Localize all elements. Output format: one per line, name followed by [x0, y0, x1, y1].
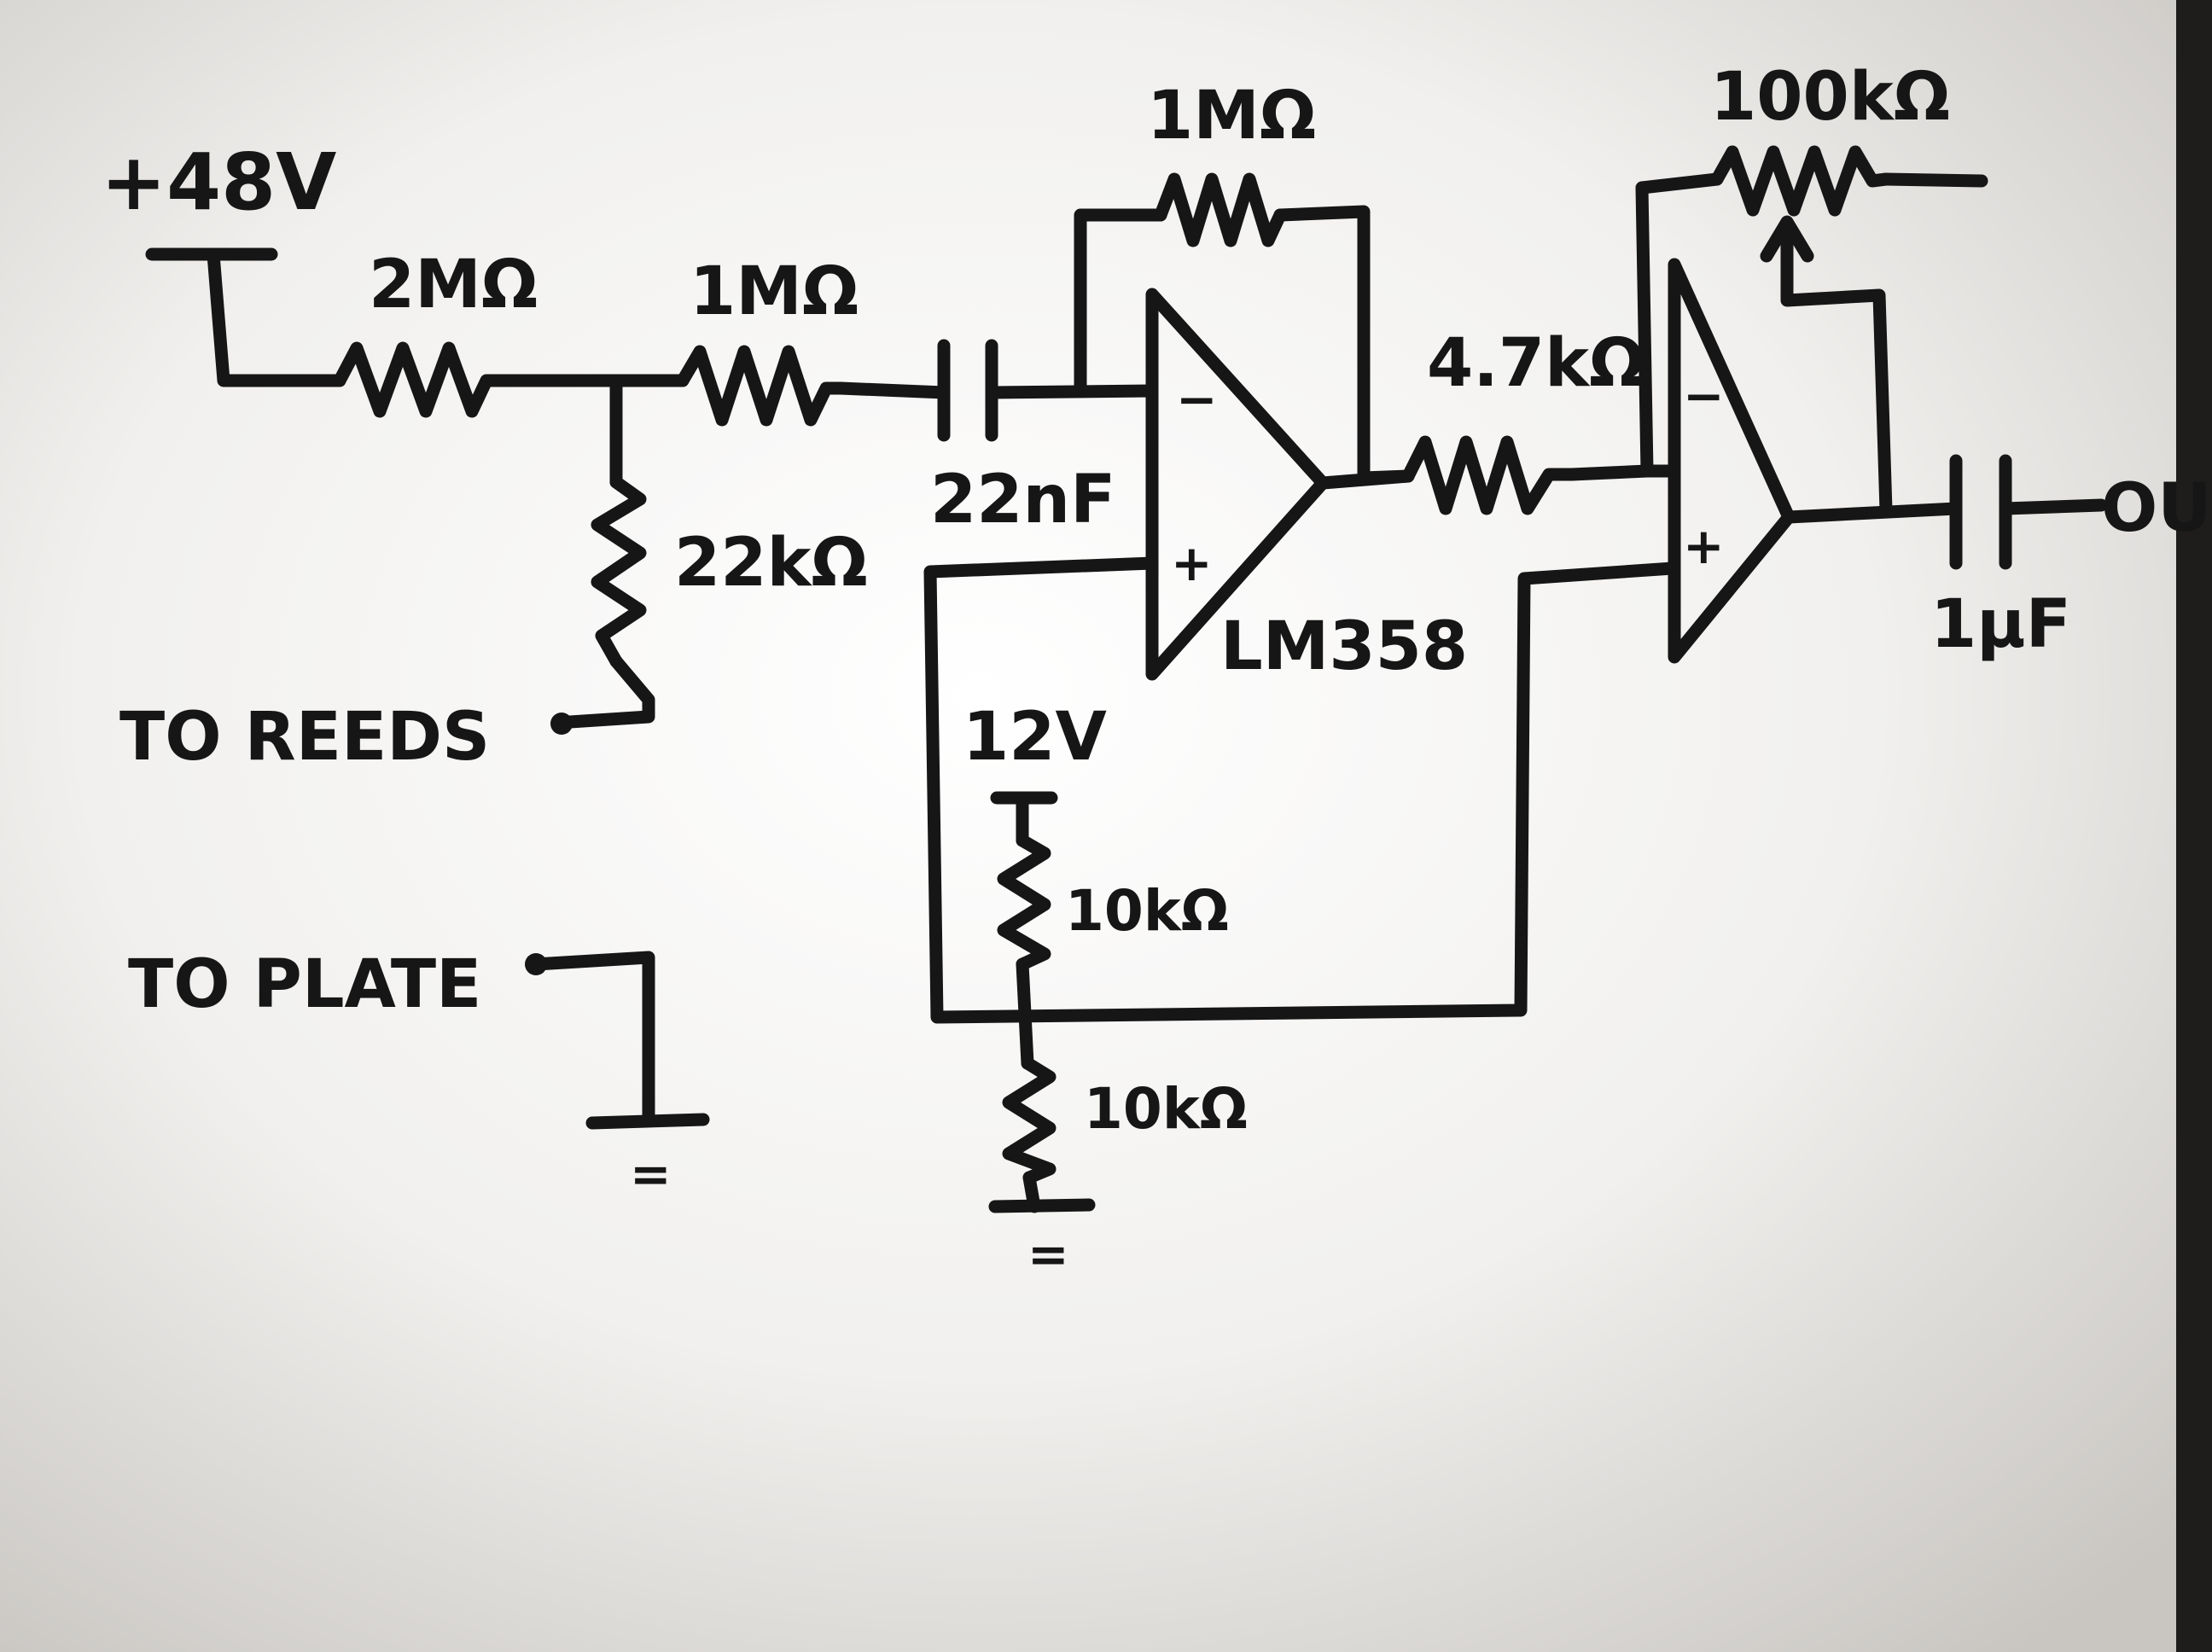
wires: [145, 172, 2108, 1213]
label-22nf: 22nF: [930, 462, 1115, 538]
label-to-reeds: TO REEDS: [119, 699, 490, 776]
label-4k7: 4.7kΩ: [1427, 325, 1645, 402]
resistor-2m: [333, 341, 507, 418]
label-1uf: 1μF: [1930, 586, 2071, 663]
ground-symbol-plate: =: [630, 1145, 672, 1203]
label-100k: 100kΩ: [1710, 59, 1950, 136]
opamp2-minus-sign: −: [1683, 367, 1725, 425]
label-out: OUT: [2101, 470, 2212, 547]
label-lm358: LM358: [1220, 608, 1468, 685]
opamp1-minus-sign: −: [1176, 370, 1218, 428]
label-1m-input: 1MΩ: [690, 253, 859, 330]
label-12v: 12V: [963, 699, 1107, 776]
terminal-plate: [525, 953, 547, 975]
opamp-2: [1668, 258, 1796, 664]
label-48v: +48V: [101, 137, 336, 228]
label-10k-top: 10kΩ: [1065, 878, 1229, 944]
resistor-1m-input: [676, 345, 847, 427]
ground-symbol-divider: =: [1027, 1225, 1069, 1283]
capacitor-1uf: [1949, 454, 2012, 570]
capacitor-22nf: [937, 339, 998, 442]
opamp1-plus-sign: +: [1171, 534, 1213, 592]
resistor-4k7: [1401, 435, 1579, 515]
resistor-1m-feedback: [1154, 172, 1287, 247]
resistor-22k: [591, 475, 647, 668]
label-to-plate: TO PLATE: [128, 946, 481, 1023]
opamp2-plus-sign: +: [1683, 517, 1725, 575]
label-1m-feedback: 1MΩ: [1147, 78, 1316, 154]
label-10k-bottom: 10kΩ: [1084, 1076, 1248, 1142]
potentiometer-100k: [1710, 145, 1893, 282]
label-22k: 22kΩ: [674, 525, 868, 602]
terminal-reeds: [550, 713, 573, 735]
opamp-lm358: [1145, 288, 1330, 681]
resistor-10k-top: [997, 834, 1051, 971]
resistor-10k-bottom: [1002, 1056, 1057, 1184]
label-2m: 2MΩ: [369, 247, 538, 323]
